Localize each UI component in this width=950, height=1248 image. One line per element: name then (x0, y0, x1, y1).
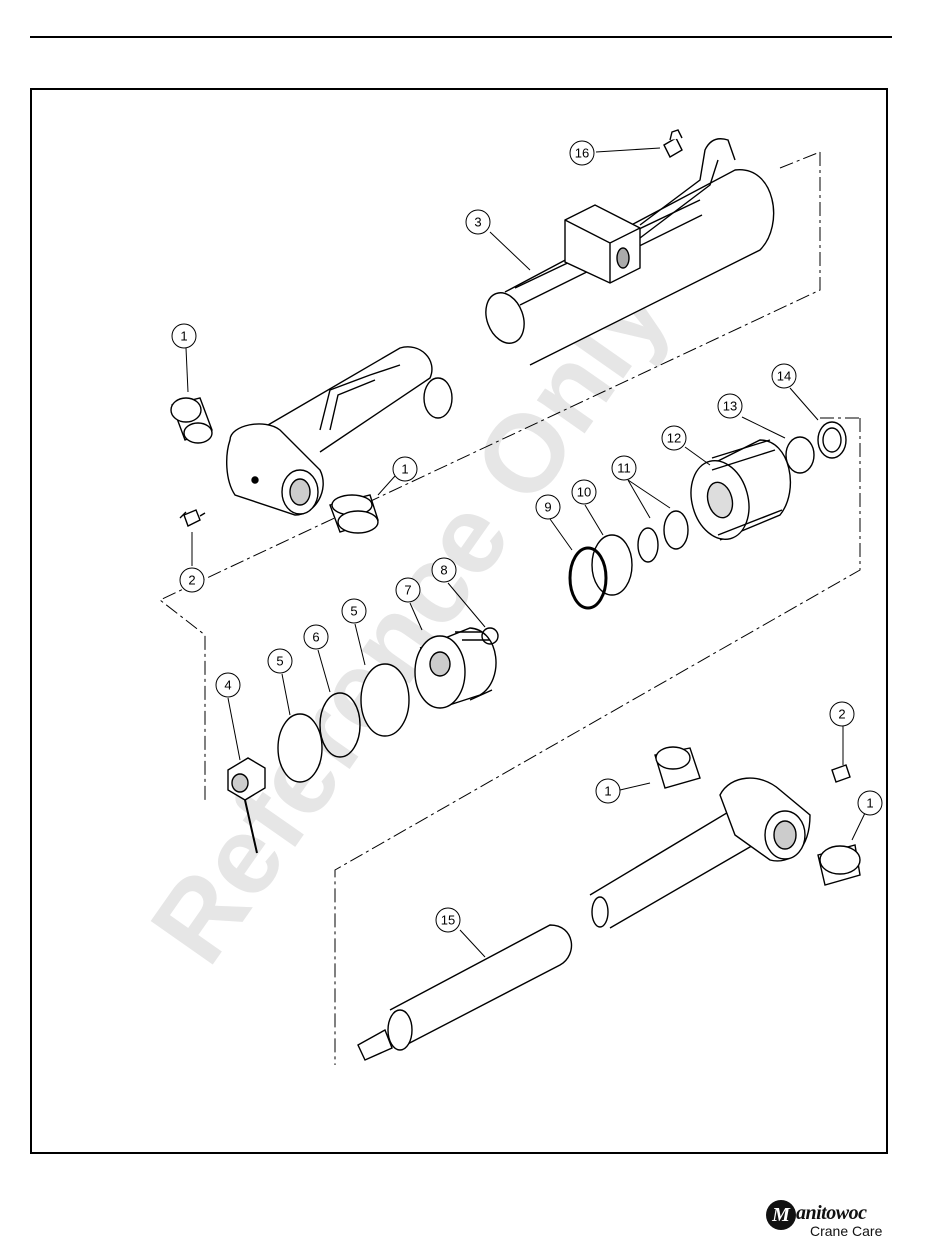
callout-16: 16 (570, 141, 594, 165)
callout-label: 13 (723, 399, 737, 414)
callout-label: 3 (474, 215, 481, 230)
piston-assembly (570, 422, 846, 608)
cylinder-head (227, 347, 452, 515)
callout-7: 7 (396, 578, 420, 602)
callout-label: 1 (866, 796, 873, 811)
callout-2: 2 (180, 568, 204, 592)
callout-label: 12 (667, 431, 681, 446)
callout-label: 2 (838, 707, 845, 722)
callout-1: 1 (393, 457, 417, 481)
callout-label: 1 (401, 462, 408, 477)
bushing-upper-right (330, 495, 378, 533)
callout-label: 5 (350, 604, 357, 619)
callout-label: 8 (440, 563, 447, 578)
manitowoc-logo: M anitowoc Crane Care (766, 1196, 896, 1244)
barrel-tube (479, 130, 773, 365)
callout-label: 7 (404, 583, 411, 598)
callout-label: 10 (577, 485, 591, 500)
callout-label: 5 (276, 654, 283, 669)
callout-15: 15 (436, 908, 460, 932)
callout-8: 8 (432, 558, 456, 582)
callout-10: 10 (572, 480, 596, 504)
callout-label: 1 (604, 784, 611, 799)
logo-sub: Crane Care (810, 1223, 882, 1239)
callout-4: 4 (216, 673, 240, 697)
callout-9: 9 (536, 495, 560, 519)
callout-label: 2 (188, 573, 195, 588)
callout-1: 1 (858, 791, 882, 815)
logo-name: anitowoc (796, 1202, 866, 1225)
callout-label: 6 (312, 630, 319, 645)
callout-3: 3 (466, 210, 490, 234)
callout-label: 11 (617, 461, 631, 476)
callout-label: 4 (224, 678, 231, 693)
callout-1: 1 (596, 779, 620, 803)
callout-5: 5 (268, 649, 292, 673)
logo-mark-icon: M (766, 1200, 796, 1230)
callout-label: 15 (441, 913, 455, 928)
grease-fitting-upper (180, 510, 205, 526)
callout-label: 16 (575, 146, 589, 161)
callout-13: 13 (718, 394, 742, 418)
callout-label: 1 (180, 329, 187, 344)
callout-1: 1 (172, 324, 196, 348)
callout-6: 6 (304, 625, 328, 649)
callout-12: 12 (662, 426, 686, 450)
callout-11: 11 (612, 456, 636, 480)
callout-label: 14 (777, 369, 791, 384)
callout-label: 9 (544, 500, 551, 515)
callout-2: 2 (830, 702, 854, 726)
callout-5: 5 (342, 599, 366, 623)
bushing-upper-left (171, 398, 212, 443)
callout-14: 14 (772, 364, 796, 388)
